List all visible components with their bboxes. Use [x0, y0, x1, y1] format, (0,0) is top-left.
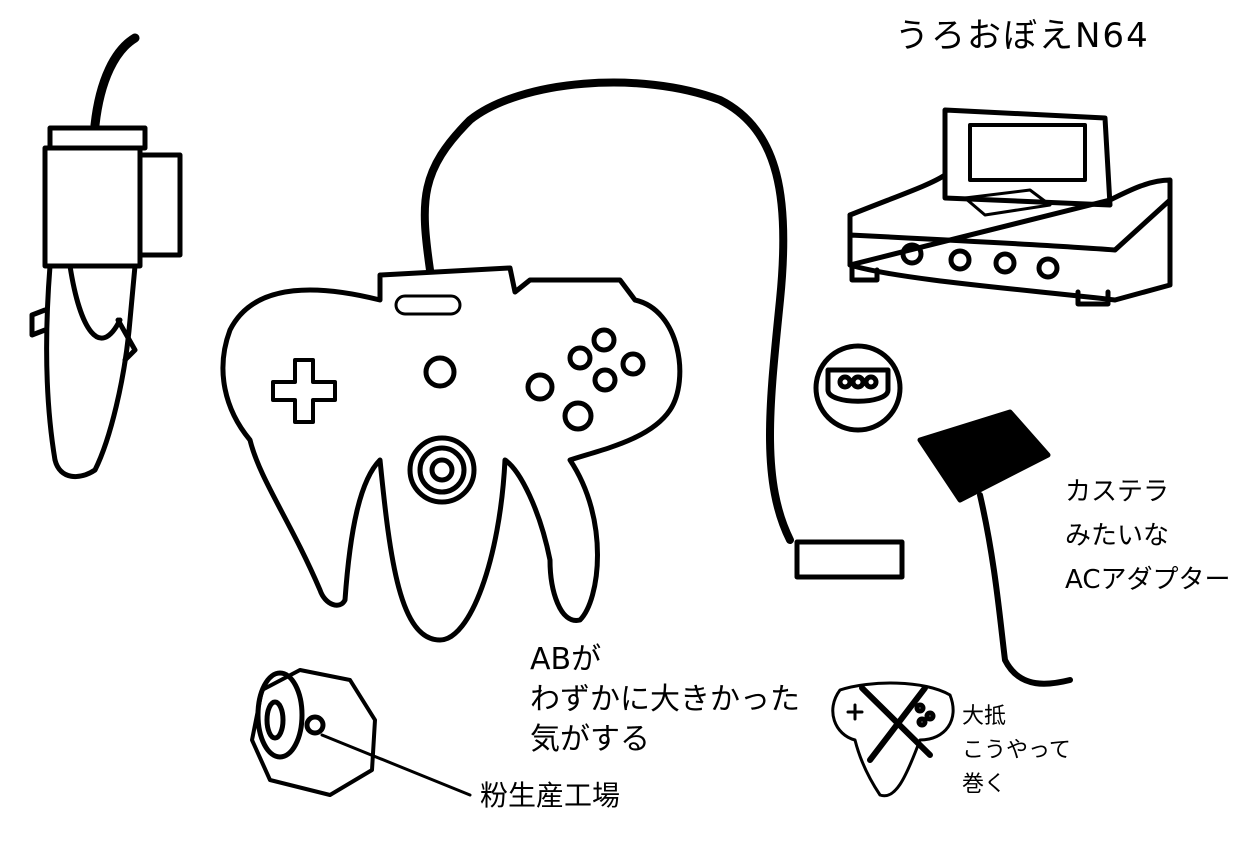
ab-button-note: ABが わずかに大きかった 気がする [530, 640, 800, 760]
ac-adapter [917, 409, 1073, 687]
wind-note-line: 大抵 [962, 704, 1007, 729]
ab-note-line: 気がする [530, 722, 650, 757]
wind-note-line: こうやって [962, 738, 1071, 763]
wind-note-line: 巻く [962, 772, 1007, 797]
sketch-title: うろおぼえN64 [895, 16, 1150, 56]
wind-note: 大抵 こうやって 巻く [962, 700, 1071, 802]
ab-note-line: ABが [530, 642, 602, 677]
ac-adapter-note: カステラ みたいな ACアダプター [1065, 470, 1230, 602]
controller-port [813, 343, 903, 433]
ac-note-line: ACアダプター [1065, 565, 1231, 595]
controller-plug [794, 539, 905, 580]
controller-wound-icon [831, 681, 955, 798]
ac-note-line: みたいな [1065, 521, 1170, 551]
controller-main [220, 78, 794, 643]
n64-console [847, 107, 1173, 307]
analog-stick-closeup [250, 668, 472, 797]
ab-note-line: わずかに大きかった [530, 682, 800, 717]
stick-note: 粉生産工場 [480, 779, 621, 812]
ac-note-line: カステラ [1065, 477, 1170, 507]
controller-side-view [29, 33, 183, 480]
